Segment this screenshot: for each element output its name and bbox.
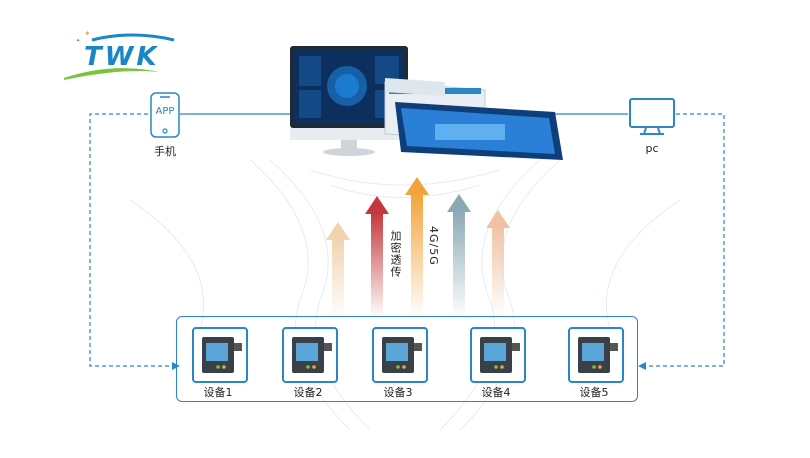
pc-monitor-icon [629, 98, 675, 135]
device-3-label: 设备3 [383, 386, 413, 399]
4g-5g-label: 4G/5G [427, 226, 440, 266]
phone-label: 手机 [154, 145, 176, 158]
device-4-icon [480, 337, 520, 373]
device-3-icon [382, 337, 422, 373]
phone-icon [150, 92, 180, 138]
logo-swoosh: ✦ ✦ [64, 29, 175, 80]
device-3 [372, 327, 428, 383]
arrow-3 [405, 177, 429, 318]
encrypted-transmission-label: 加密透传 [389, 230, 402, 278]
device-5 [568, 327, 624, 383]
device-1-icon [202, 337, 242, 373]
device-2 [282, 327, 338, 383]
logo-text: TWK [84, 42, 160, 72]
device-1 [192, 327, 248, 383]
device-4 [470, 327, 526, 383]
device-1-label: 设备1 [203, 386, 233, 399]
device-2-icon [292, 337, 332, 373]
device-group-frame [176, 316, 638, 402]
device-5-icon [578, 337, 618, 373]
platform-screens-illustration [290, 46, 563, 160]
device-4-label: 设备4 [481, 386, 511, 399]
arrow-2 [365, 196, 389, 318]
arrow-4 [447, 194, 471, 318]
svg-text:✦: ✦ [84, 29, 91, 38]
device-5-label: 设备5 [579, 386, 609, 399]
phone-app-icon: APP [150, 92, 180, 138]
pc-label: pc [645, 142, 659, 155]
arrow-5 [486, 210, 510, 318]
app-text: APP [155, 106, 175, 117]
arrow-1 [326, 222, 350, 318]
twk-logo: ✦ ✦ TWK [62, 28, 182, 84]
device-2-label: 设备2 [293, 386, 323, 399]
svg-text:✦: ✦ [76, 38, 80, 44]
